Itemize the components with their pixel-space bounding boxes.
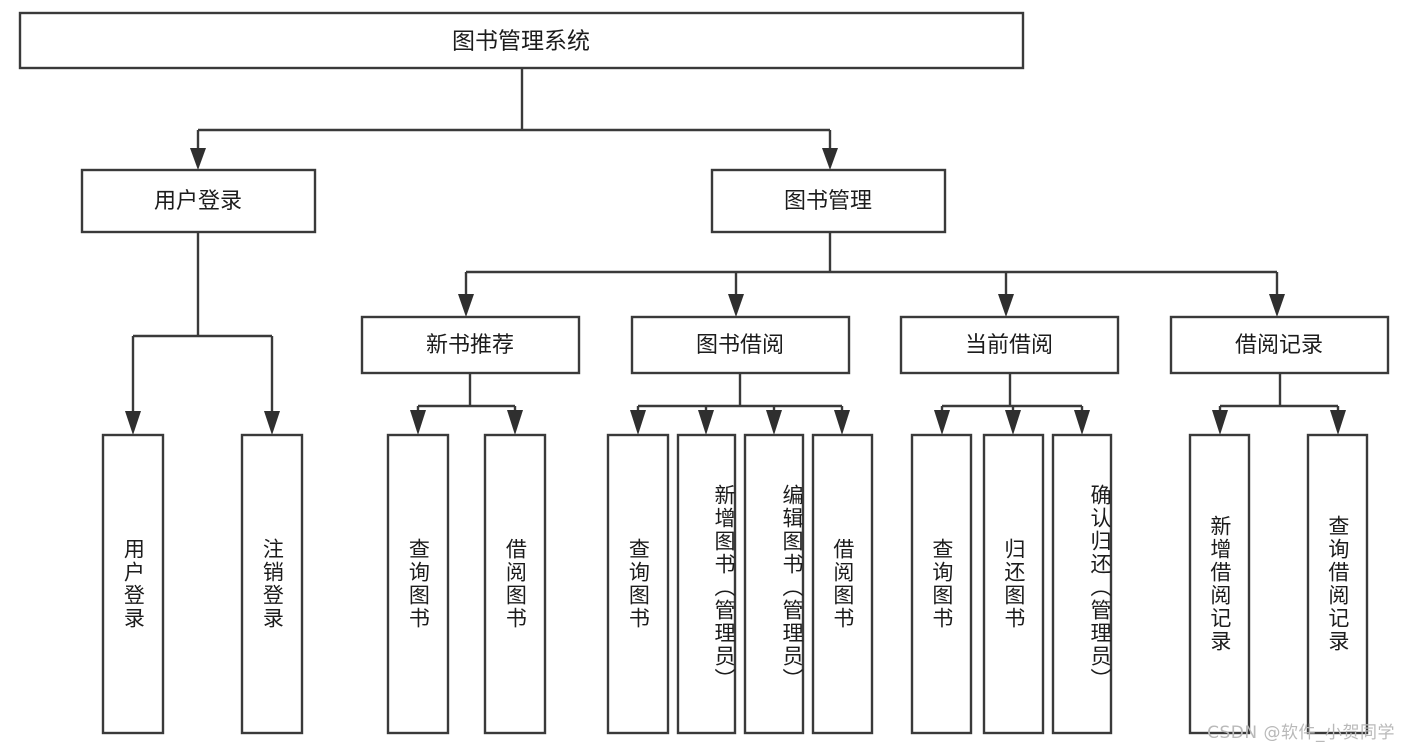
node-leaf-user-login-box[interactable] [101,433,165,735]
node-current-borrow-label: 当前借阅 [965,333,1053,358]
arrow-head-new-book-recommend [458,294,474,317]
node-leaf-query-book-3-box[interactable] [910,433,973,735]
node-book-borrow[interactable]: 图书借阅 [630,315,851,375]
arrow-head-leaf-query-record [1330,410,1346,435]
arrow-head-leaf-confirm-return [1074,410,1090,435]
connector-group-borrow-record [1212,373,1346,435]
node-borrow-record-label: 借阅记录 [1235,333,1323,358]
node-leaf-return-book-box[interactable] [982,433,1045,735]
node-book-borrow-label: 图书借阅 [696,333,784,358]
node-current-borrow[interactable]: 当前借阅 [899,315,1120,375]
node-leaf-borrow-book-1-box[interactable] [483,433,547,735]
arrow-head-user-login [190,148,206,170]
arrow-head-leaf-logout-login [264,411,280,435]
arrow-head-leaf-query-book-3 [934,410,950,435]
node-leaf-confirm-return-box[interactable] [1051,433,1113,735]
node-new-book-recommend-box[interactable] [360,315,581,375]
arrow-head-current-borrow [998,294,1014,317]
arrow-head-leaf-borrow-book-1 [507,410,523,435]
node-new-book-recommend[interactable]: 新书推荐 [360,315,581,375]
node-user-login-box[interactable] [80,168,317,234]
arrow-head-leaf-query-book-2 [630,410,646,435]
connector-group-current-borrow [934,373,1090,435]
node-leaf-edit-book-box[interactable] [743,433,805,735]
arrow-head-leaf-query-book-1 [410,410,426,435]
node-root-box[interactable] [18,11,1025,70]
node-leaf-add-book-box[interactable] [676,433,737,735]
node-borrow-record[interactable]: 借阅记录 [1169,315,1390,375]
node-leaf-query-book-1-box[interactable] [386,433,450,735]
node-leaf-query-record-box[interactable] [1306,433,1369,735]
node-root[interactable]: 图书管理系统 [18,11,1025,70]
node-root-label: 图书管理系统 [452,29,590,55]
arrow-head-leaf-add-record [1212,410,1228,435]
connector-group-user-login [125,232,280,435]
node-book-manage-label: 图书管理 [784,189,872,214]
arrow-head-book-manage [822,148,838,170]
connector-group-new-book-recommend [410,373,523,435]
node-user-login-label: 用户登录 [154,189,242,214]
node-book-manage[interactable]: 图书管理 [710,168,947,234]
node-borrow-record-box[interactable] [1169,315,1390,375]
arrow-head-leaf-add-book [698,410,714,435]
node-new-book-recommend-label: 新书推荐 [426,333,514,358]
node-leaf-borrow-book-2-box[interactable] [811,433,874,735]
watermark-text: CSDN @软件_小贺同学 [1207,723,1395,743]
node-leaf-add-record-box[interactable] [1188,433,1251,735]
connector-group-book-manage [458,232,1285,317]
arrow-head-leaf-user-login [125,411,141,435]
node-book-manage-box[interactable] [710,168,947,234]
node-leaf-query-book-2-box[interactable] [606,433,670,735]
connector-group-book-borrow [630,373,850,435]
arrow-head-borrow-record [1269,294,1285,317]
node-current-borrow-box[interactable] [899,315,1120,375]
node-book-borrow-box[interactable] [630,315,851,375]
arrow-head-book-borrow [728,294,744,317]
node-user-login[interactable]: 用户登录 [80,168,317,234]
connector-group-root [190,68,838,170]
arrow-head-leaf-edit-book [766,410,782,435]
arrow-head-leaf-return-book [1005,410,1021,435]
arrow-head-leaf-borrow-book-2 [834,410,850,435]
node-leaf-logout-login-box[interactable] [240,433,304,735]
